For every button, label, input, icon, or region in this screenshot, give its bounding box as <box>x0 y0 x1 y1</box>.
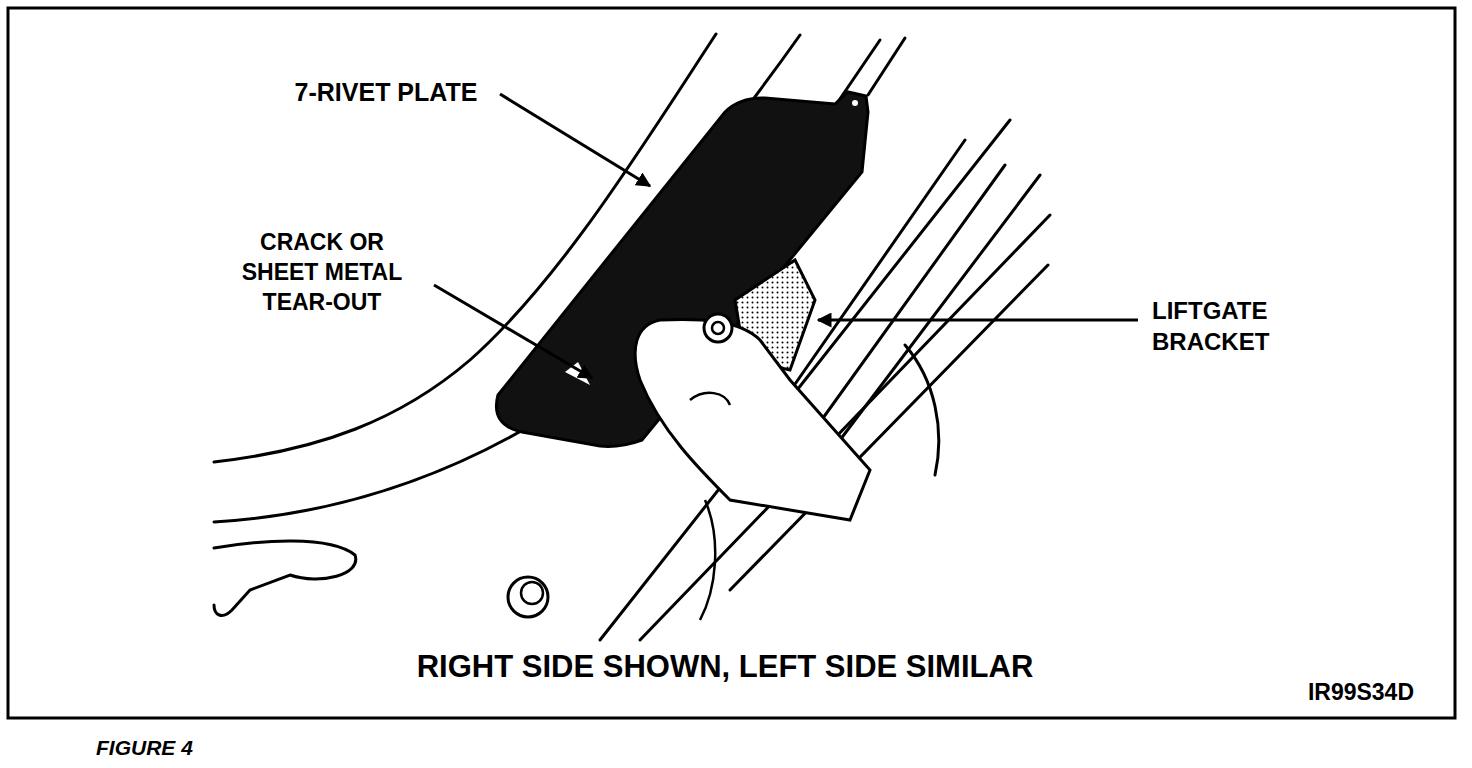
figure-caption: FIGURE 4 <box>94 734 195 761</box>
lower-bolt-center <box>521 582 543 604</box>
part-label: LIFTGATE BRACKET <box>1150 295 1304 357</box>
lower-edge <box>214 420 540 522</box>
leader-arrow <box>434 285 592 378</box>
thumb <box>635 319 870 520</box>
tab-hole <box>852 100 858 106</box>
frame-border <box>8 8 1455 718</box>
lower-bolt <box>508 577 548 617</box>
thumbnail <box>690 393 730 405</box>
figure-code: IR99S34D <box>1306 678 1416 708</box>
handle-shape <box>214 541 356 615</box>
leader-arrow <box>500 94 650 186</box>
part-label: CRACK OR SHEET METAL TEAR-OUT <box>231 228 413 318</box>
rail-line <box>868 38 905 95</box>
hand-outline <box>905 345 939 475</box>
hand-crease <box>700 500 715 620</box>
leader-arrow <box>818 319 1138 322</box>
leader-lines <box>434 94 1138 378</box>
view-note: RIGHT SIDE SHOWN, LEFT SIDE SIMILAR <box>415 647 1036 687</box>
bolt-head <box>704 314 732 342</box>
body-lines <box>214 34 1050 640</box>
bolt-center <box>712 322 724 334</box>
part-label: 7-RIVET PLATE <box>293 76 480 109</box>
